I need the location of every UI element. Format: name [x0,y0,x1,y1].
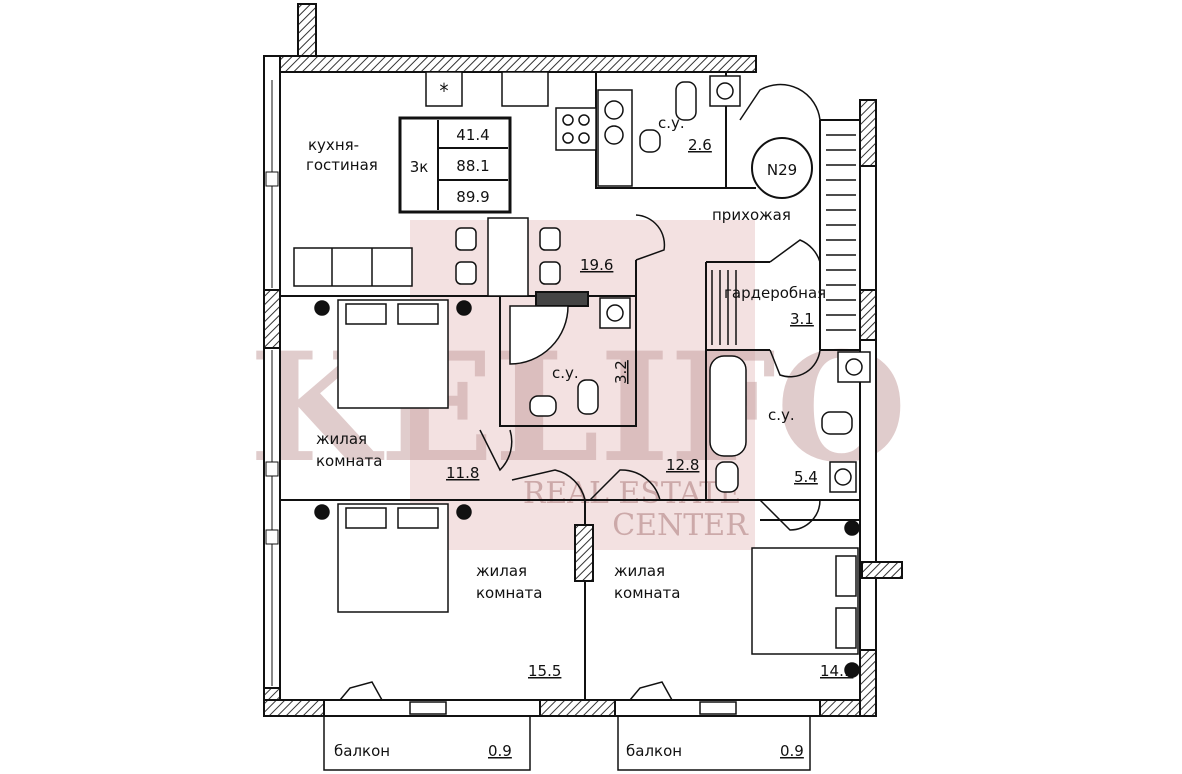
outer-walls [263,3,903,717]
hall-area: 12.8 [666,456,699,474]
balcony-left-label: балкон [334,742,390,760]
bath-right-area: 5.4 [794,468,818,486]
bedroom-2-label-1: жилая [476,562,527,580]
watermark-line2: CENTER [612,508,749,543]
bedroom-3-area: 14.1 [820,662,853,680]
apartment-number: N29 [767,161,797,179]
kitchen-area: 19.6 [580,256,613,274]
interior-walls [280,71,860,700]
summary-table-frame [398,116,512,214]
balcony-right-label: балкон [626,742,682,760]
watermark-line1: REAL ESTATE [523,476,741,511]
summary-table: 3к 41.4 88.1 89.9 [398,116,512,214]
balconies [323,716,811,771]
apartment-badge: N29 [751,137,813,199]
room-labels: кухня- гостиная 19.6 с.у. 2.6 прихожая 1… [306,114,853,760]
bedroom-1-label-1: жилая [316,430,367,448]
wardrobe-area: 3.1 [790,310,814,328]
hall-label: прихожая [712,206,791,224]
balcony-right-area: 0.9 [780,742,804,760]
wardrobe-label: гардеробная [724,284,826,302]
kitchen-fixtures: * [425,71,741,187]
bath-fixtures [509,129,871,493]
bath-center-label: с.у. [552,364,579,382]
bedroom-3-label-2: комната [614,584,680,602]
balcony-left-area: 0.9 [488,742,512,760]
doors [479,83,821,531]
closet-slats [711,134,856,345]
bedroom-1-label-2: комната [316,452,382,470]
svg-text:*: * [440,79,449,103]
beds [314,299,860,678]
summary-rooms: 3к [410,158,429,176]
summary-total-area: 88.1 [456,157,489,175]
balcony-doors [339,681,737,715]
summary-total-area-balcony: 89.9 [456,188,489,206]
summary-living-area: 41.4 [456,126,489,144]
kitchen-label-1: кухня- [308,136,359,154]
kitchen-label-2: гостиная [306,156,378,174]
dining-set [293,217,561,297]
bath-top-area: 2.6 [688,136,712,154]
bath-right-label: с.у. [768,406,795,424]
bedroom-2-area: 15.5 [528,662,561,680]
bedroom-3-label-1: жилая [614,562,665,580]
bedroom-1-area: 11.8 [446,464,479,482]
bath-center-area: 3.2 [612,360,630,384]
bath-top-label: с.у. [658,114,685,132]
bedroom-2-label-2: комната [476,584,542,602]
